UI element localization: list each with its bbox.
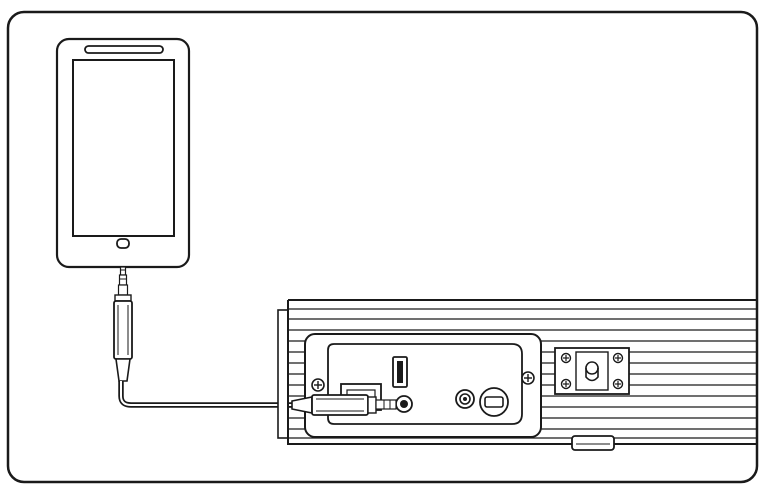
screw-icon — [521, 371, 535, 385]
screw-icon — [560, 352, 572, 364]
aux-in-port-icon — [395, 395, 413, 413]
screw-icon — [311, 378, 325, 392]
screw-icon — [612, 378, 624, 390]
phone-home-button — [116, 238, 130, 249]
screw-icon — [612, 352, 624, 364]
smartphone-icon — [55, 37, 191, 269]
usb-port-icon — [392, 356, 408, 388]
phone-speaker-slot — [84, 45, 164, 54]
3-5mm-jack-plug-icon — [291, 394, 397, 416]
phone-screen — [72, 59, 175, 237]
screw-icon — [560, 378, 572, 390]
aux-cable-icon — [118, 381, 292, 408]
soundbar-foot-icon — [571, 435, 615, 451]
rear-panel — [304, 333, 542, 438]
optical-port-icon — [455, 389, 475, 409]
3-5mm-jack-plug-icon — [113, 266, 133, 382]
power-socket-icon — [479, 387, 509, 417]
keyhole-mount-icon — [554, 347, 630, 395]
